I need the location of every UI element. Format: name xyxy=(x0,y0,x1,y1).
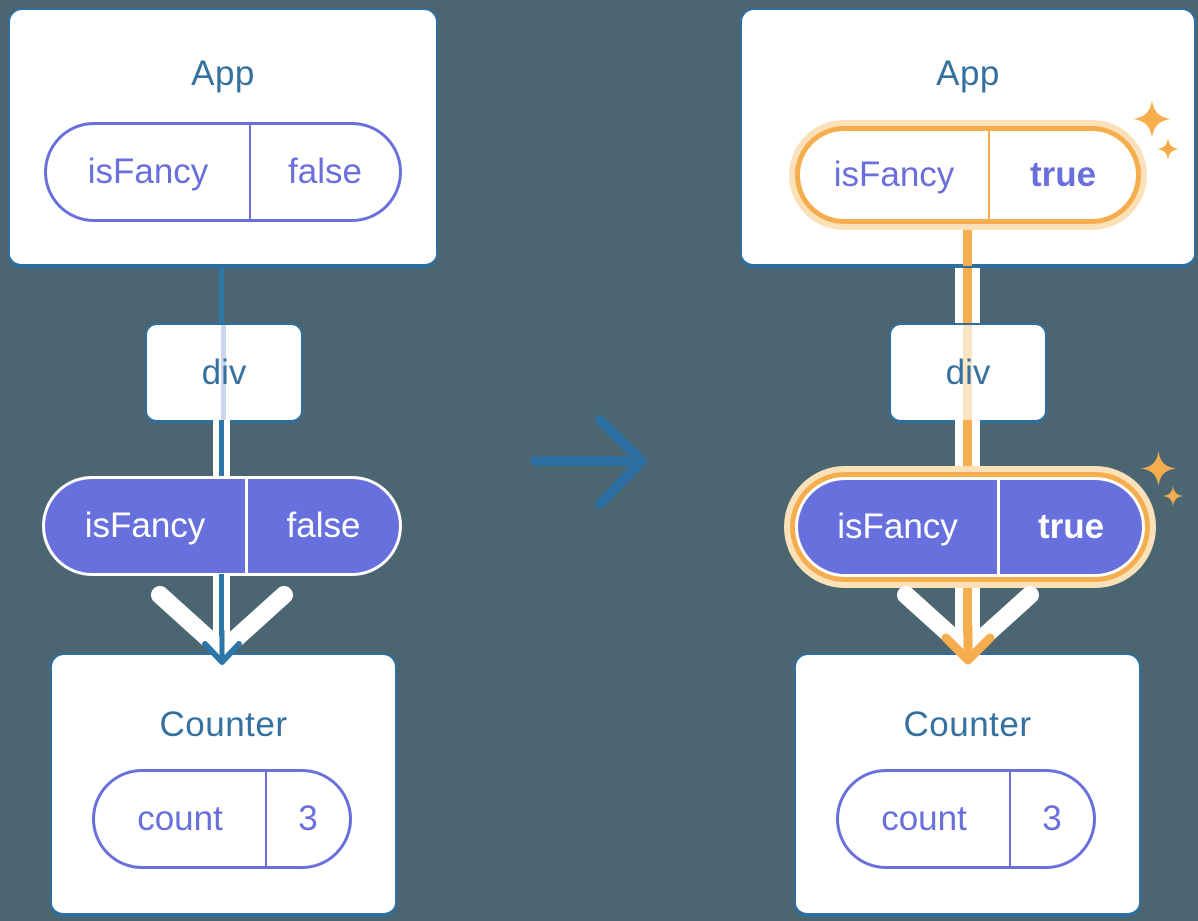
before-app-title: App xyxy=(191,54,255,93)
after-app-title: App xyxy=(936,54,1000,93)
after-app-stub-line xyxy=(963,230,972,266)
after-app-div-connector xyxy=(955,264,980,324)
state-key: count xyxy=(95,772,267,866)
state-value: 3 xyxy=(298,799,318,838)
before-div-inner-line xyxy=(221,325,226,420)
before-div-pill-connector xyxy=(213,420,230,478)
state-key: isFancy xyxy=(47,125,251,219)
state-value: 3 xyxy=(1042,799,1062,838)
after-div-inner-line xyxy=(963,325,972,420)
after-div-pill-connector xyxy=(955,420,980,478)
after-app-state-pill: isFancy true xyxy=(795,126,1141,224)
before-prop-pill: isFancy false xyxy=(42,476,402,576)
sparkles-icon xyxy=(1163,486,1183,506)
prop-value: true xyxy=(1037,507,1105,546)
state-key: count xyxy=(839,772,1011,866)
after-counter-state-pill: count 3 xyxy=(836,769,1096,869)
state-key: isFancy xyxy=(800,131,990,219)
after-div-label: div xyxy=(945,352,991,392)
before-counter-title: Counter xyxy=(159,705,288,744)
sparkles-icon xyxy=(1141,451,1176,486)
after-pill-counter-connector xyxy=(955,588,980,654)
prop-value: false xyxy=(286,506,361,545)
prop-key: isFancy xyxy=(798,480,1000,574)
after-arrowhead-icon xyxy=(941,626,995,665)
before-pill-counter-connector xyxy=(213,574,230,654)
state-value: false xyxy=(288,152,362,191)
arrow-right-icon xyxy=(530,415,647,509)
after-div-node: div xyxy=(889,323,1047,423)
before-counter-state-pill: count 3 xyxy=(92,769,352,869)
after-counter-title: Counter xyxy=(903,705,1032,744)
before-app-state-pill: isFancy false xyxy=(44,122,402,222)
before-div-node: div xyxy=(145,323,303,423)
state-value: true xyxy=(1029,155,1097,194)
before-app-div-connector xyxy=(219,262,224,324)
sparkles-icon xyxy=(1133,100,1171,138)
before-div-label: div xyxy=(201,352,247,392)
before-arrowhead-icon xyxy=(202,630,242,665)
sparkles-icon xyxy=(1157,138,1179,160)
after-prop-pill: isFancy true xyxy=(795,477,1145,577)
prop-key: isFancy xyxy=(45,479,248,573)
